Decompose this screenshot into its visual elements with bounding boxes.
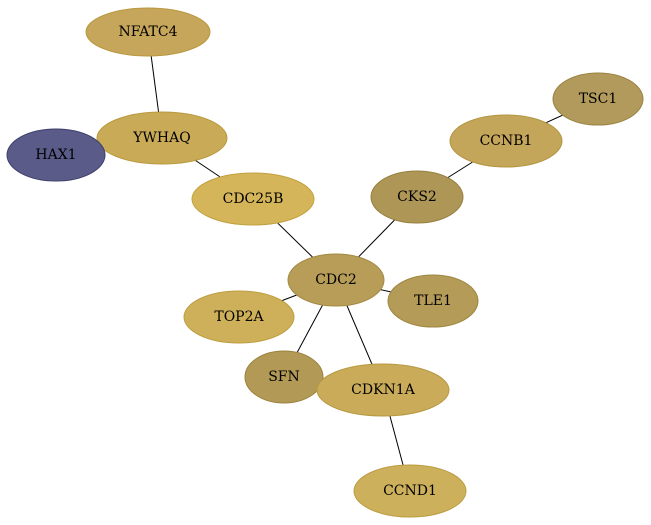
node-label-sfn: SFN bbox=[268, 369, 300, 385]
node-ellipse-ywhaq bbox=[96, 111, 228, 165]
node-label-hax1: HAX1 bbox=[35, 147, 76, 163]
node-nfatc4[interactable]: NFATC4 bbox=[85, 7, 211, 57]
node-tle1[interactable]: TLE1 bbox=[387, 274, 479, 328]
node-ywhaq[interactable]: YWHAQ bbox=[96, 111, 228, 165]
node-ellipse-nfatc4 bbox=[85, 7, 211, 57]
node-label-ccnd1: CCND1 bbox=[383, 483, 437, 499]
node-label-ywhaq: YWHAQ bbox=[132, 130, 190, 146]
node-top2a[interactable]: TOP2A bbox=[183, 290, 295, 344]
node-ellipse-ccnb1 bbox=[449, 114, 563, 168]
node-label-cdc25b: CDC25B bbox=[223, 191, 284, 207]
node-label-ccnb1: CCNB1 bbox=[480, 133, 533, 149]
node-sfn[interactable]: SFN bbox=[244, 350, 324, 404]
node-tsc1[interactable]: TSC1 bbox=[552, 72, 644, 126]
node-cdc25b[interactable]: CDC25B bbox=[191, 172, 315, 226]
node-label-cdc2: CDC2 bbox=[315, 272, 357, 288]
edges-layer bbox=[147, 31, 599, 492]
node-ellipse-tle1 bbox=[387, 274, 479, 328]
node-ellipse-sfn bbox=[244, 350, 324, 404]
node-label-cks2: CKS2 bbox=[397, 189, 437, 205]
node-label-cdkn1a: CDKN1A bbox=[351, 382, 416, 398]
node-ellipse-hax1 bbox=[6, 128, 106, 182]
node-label-nfatc4: NFATC4 bbox=[118, 24, 177, 40]
node-ellipse-cdkn1a bbox=[316, 363, 450, 417]
node-cdkn1a[interactable]: CDKN1A bbox=[316, 363, 450, 417]
node-label-tsc1: TSC1 bbox=[579, 91, 618, 107]
node-ellipse-tsc1 bbox=[552, 72, 644, 126]
node-cdc2[interactable]: CDC2 bbox=[287, 253, 385, 307]
node-ellipse-ccnd1 bbox=[353, 464, 467, 518]
node-ellipse-cdc2 bbox=[287, 253, 385, 307]
node-ccnb1[interactable]: CCNB1 bbox=[449, 114, 563, 168]
node-ellipse-top2a bbox=[183, 290, 295, 344]
node-hax1[interactable]: HAX1 bbox=[6, 128, 106, 182]
node-label-top2a: TOP2A bbox=[214, 309, 264, 325]
node-cks2[interactable]: CKS2 bbox=[370, 170, 464, 224]
node-ccnd1[interactable]: CCND1 bbox=[353, 464, 467, 518]
node-label-tle1: TLE1 bbox=[414, 293, 452, 309]
node-ellipse-cks2 bbox=[370, 170, 464, 224]
node-ellipse-cdc25b bbox=[191, 172, 315, 226]
